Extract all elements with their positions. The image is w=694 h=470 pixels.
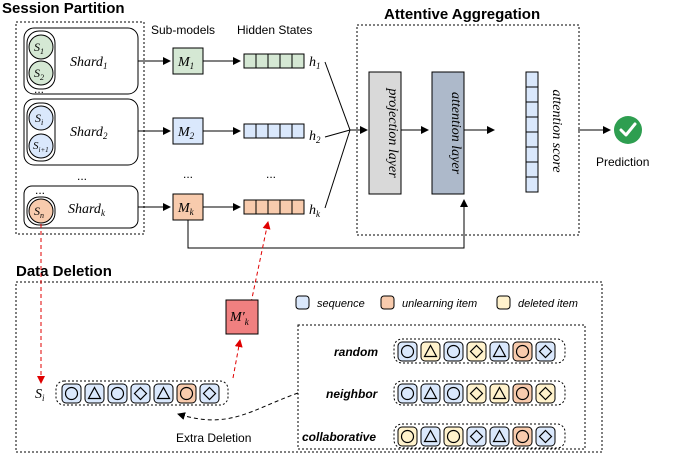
attention-score-label: attention score (549, 89, 564, 172)
svg-text:deleted item: deleted item (518, 298, 578, 310)
svg-text:projection layer: projection layer (385, 87, 400, 178)
neighbor-items (397, 383, 556, 404)
svg-text:S2: S2 (34, 66, 44, 82)
legend: sequence unlearning item deleted item (295, 295, 578, 310)
update-state-arrow (250, 221, 271, 304)
sub-models-label: Sub-models (151, 23, 215, 37)
strategy-collaborative-label: collaborative (302, 430, 376, 444)
collaborative-items (397, 426, 556, 447)
svg-text:M2: M2 (177, 125, 195, 141)
sequence-item (61, 383, 82, 404)
svg-text:Si+1: Si+1 (33, 140, 49, 154)
session-partition-frame (15, 21, 145, 235)
sequence-item (107, 383, 128, 404)
session-s2 (28, 60, 54, 86)
strategy-random-label: random (334, 345, 378, 359)
svg-text:M1: M1 (177, 55, 194, 71)
shard-1: S1 S2 ... Shard1 (23, 27, 139, 96)
attention-layer: attention layer (431, 71, 465, 195)
random-sequence (393, 338, 566, 364)
sequence-item (397, 341, 418, 362)
svg-text:Mk: Mk (177, 201, 195, 217)
data-deletion-frame (15, 281, 603, 453)
attention-score-vector (525, 71, 539, 193)
hidden-state-1-label: h1 (309, 55, 321, 71)
sequence-item (466, 383, 487, 404)
sub-model-1: M1 (172, 47, 204, 75)
hidden-state-1-bar (243, 53, 305, 69)
session-partition-title: Session Partition (2, 0, 125, 17)
shard-ellipsis: ... (77, 169, 87, 183)
hidden-state-k-bar (243, 199, 305, 215)
sequence-item (512, 426, 533, 447)
sequence-item (84, 383, 105, 404)
sequence-item (466, 341, 487, 362)
sequence-item (397, 426, 418, 447)
shard-k-label: Shardk (68, 202, 106, 218)
session-si-plus-1 (28, 133, 54, 159)
sub-model-2: M2 (172, 117, 204, 145)
svg-text:unlearning item: unlearning item (402, 298, 477, 310)
sequence-item (420, 426, 441, 447)
hidden-state-2-bar (243, 123, 305, 139)
model-ellipsis: ... (183, 167, 193, 181)
sequence-item (420, 383, 441, 404)
sequence-item (489, 426, 510, 447)
sequence-item (535, 341, 556, 362)
collaborative-sequence (393, 423, 566, 449)
svg-text:S1: S1 (34, 40, 44, 56)
sequence-item (443, 383, 464, 404)
attentive-aggregation-title: Attentive Aggregation (384, 6, 540, 23)
hidden-states-label: Hidden States (237, 23, 312, 37)
sub-model-k: Mk (172, 193, 204, 221)
extra-deletion-arrow (177, 392, 299, 421)
session-sn (28, 198, 54, 224)
session-si-sequence (55, 380, 229, 406)
retrain-path-arrow (232, 339, 243, 379)
session-si-label: Si (35, 387, 45, 403)
session-si (28, 105, 54, 131)
svg-text:M′k: M′k (229, 310, 250, 327)
shard-1-label: Shard1 (70, 55, 107, 71)
hidden-state-k-label: hk (309, 203, 321, 219)
svg-text:attention layer: attention layer (448, 92, 463, 175)
sequence-item (153, 383, 174, 404)
random-items (397, 341, 556, 362)
sequence-item (512, 383, 533, 404)
retrained-model-mk: M′k (225, 299, 259, 335)
sequence-item (535, 383, 556, 404)
svg-text:Sn: Sn (34, 204, 44, 220)
sequence-item (489, 383, 510, 404)
projection-layer: projection layer (368, 71, 402, 195)
sequence-item (443, 426, 464, 447)
shard-2-label: Shard2 (70, 125, 108, 141)
svg-text:sequence: sequence (317, 298, 365, 310)
sequence-item (489, 341, 510, 362)
prediction-label: Prediction (596, 155, 649, 169)
strategy-neighbor-label: neighbor (326, 387, 379, 401)
sequence-item (397, 383, 418, 404)
sequence-item (130, 383, 151, 404)
session-s1 (28, 34, 54, 60)
shard-1-ellipsis: ... (34, 82, 44, 96)
shard-k-ellipsis: ... (35, 183, 45, 197)
sequence-item (512, 341, 533, 362)
neighbor-sequence (393, 380, 566, 406)
sequence-item (443, 341, 464, 362)
sequence-item (176, 383, 197, 404)
shard-2: Si Si+1 Shard2 (23, 98, 139, 166)
extra-deletion-label: Extra Deletion (176, 431, 251, 445)
svg-text:Si: Si (35, 111, 43, 127)
sequence-item (199, 383, 220, 404)
session-si-items (61, 383, 220, 404)
data-deletion-title: Data Deletion (16, 263, 112, 280)
check-icon (614, 116, 642, 144)
shard-k: ... Sn Shardk (23, 183, 139, 229)
sequence-item (420, 341, 441, 362)
sequence-item (535, 426, 556, 447)
hidden-state-2-label: h2 (309, 129, 321, 145)
strategies-frame (297, 324, 586, 450)
hidden-state-ellipsis: ... (266, 167, 276, 181)
sequence-item (466, 426, 487, 447)
